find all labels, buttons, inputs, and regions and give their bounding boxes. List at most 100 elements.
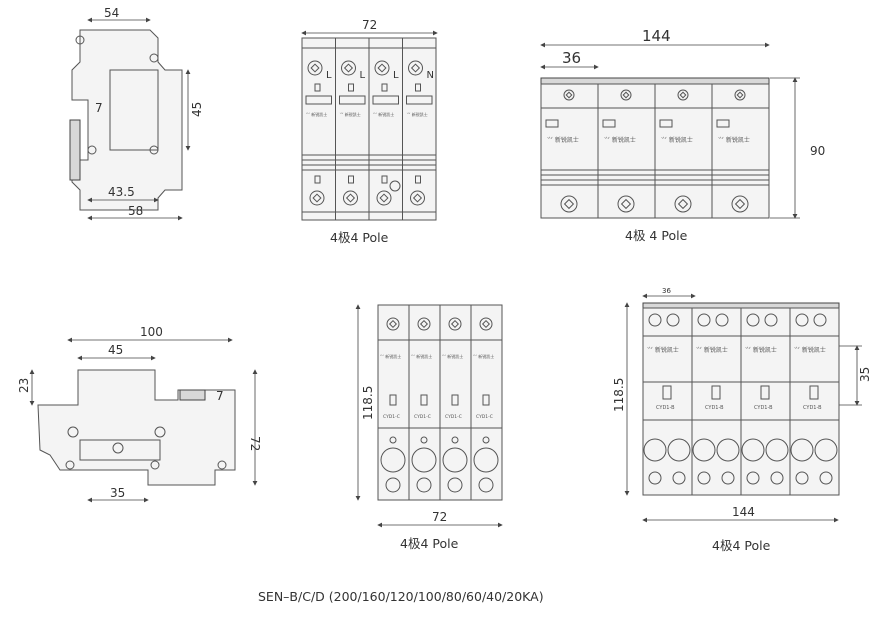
status-window — [339, 95, 366, 105]
status-window — [809, 385, 819, 400]
pole-body — [654, 83, 713, 219]
terminal-icon — [716, 438, 740, 462]
pole-module: L⺍ 新锐凯士 — [368, 37, 403, 221]
terminal-icon — [795, 471, 809, 485]
terminal-icon — [411, 447, 437, 473]
model-label: CYD1-C — [414, 414, 431, 420]
brand-logo: ⺍ 新锐凯士 — [380, 353, 401, 359]
terminal-icon — [648, 471, 662, 485]
terminal-icon — [790, 438, 814, 462]
dim-23: 23 — [17, 378, 31, 393]
terminal-screw-icon — [560, 195, 578, 213]
terminal-icon — [416, 477, 432, 493]
pole-module: ⺍ 新锐凯士 — [711, 83, 770, 219]
indicator-tab — [314, 175, 321, 184]
side-view-bottom: 100 45 23 7 72 35 — [17, 325, 262, 503]
screw-slot — [563, 198, 575, 210]
terminal-icon — [473, 447, 499, 473]
terminal-icon — [442, 447, 468, 473]
caption-front-large: 4极 4 Pole — [625, 228, 688, 243]
terminal-icon — [770, 471, 784, 485]
terminal-icon — [741, 438, 765, 462]
terminal-screw-icon — [376, 190, 392, 206]
dim-45: 45 — [190, 102, 204, 117]
status-window — [659, 119, 673, 128]
brand-logo: ⺍ 新锐凯士 — [473, 353, 494, 359]
screw-icon — [389, 436, 397, 444]
screw-slot — [481, 319, 491, 329]
terminal-icon — [692, 438, 716, 462]
terminal-screw-icon — [343, 190, 358, 206]
terminal-screw-icon — [617, 195, 635, 213]
status-window — [372, 95, 399, 105]
terminal-screw-icon — [620, 89, 632, 101]
model-label: CYD1-B — [705, 405, 724, 411]
pole-module: ⺍ 新锐凯士 — [597, 83, 656, 219]
pole-body — [711, 83, 770, 219]
screw-slot — [565, 91, 573, 99]
indicator-tab — [381, 83, 388, 92]
top-rail — [642, 302, 840, 309]
brand-logo: ⺍ 新锐凯士 — [306, 111, 327, 117]
terminal-icon — [380, 447, 406, 473]
screw-slot — [388, 319, 398, 329]
pole-body — [402, 37, 437, 221]
terminal-screw-icon — [448, 317, 462, 331]
screw-slot — [312, 193, 322, 203]
brand-logo: ⺍ 新锐凯士 — [442, 353, 463, 359]
screw-slot — [343, 63, 354, 73]
pole-module: L ⺍ 新锐凯士 — [335, 37, 370, 221]
brand-logo: ⺍ 新锐凯士 — [340, 111, 361, 117]
screw-icon — [451, 436, 459, 444]
terminal-icon — [666, 313, 680, 327]
dim-72: 72 — [362, 18, 377, 32]
dim-36-right: 36 — [662, 287, 671, 295]
screw-slot — [677, 198, 689, 210]
brand-logo: ⺍ 新锐凯士 — [745, 346, 777, 354]
terminal-screw-icon — [386, 317, 400, 331]
model-label: CYD1-C — [383, 414, 400, 420]
dim-72-side: 72 — [248, 436, 262, 451]
screw-slot — [310, 63, 320, 73]
terminal-icon — [813, 313, 827, 327]
terminal-icon — [819, 471, 833, 485]
terminal-screw-icon — [374, 60, 390, 76]
dim-144-right: 144 — [732, 505, 755, 519]
terminal-icon — [478, 477, 494, 493]
indicator-tab — [381, 175, 388, 184]
terminal-icon — [643, 438, 667, 462]
pole-label: N — [427, 70, 434, 81]
terminal-icon — [672, 471, 686, 485]
terminal-icon — [764, 313, 778, 327]
brand-logo: ⺍ 新锐凯士 — [661, 136, 693, 144]
brand-logo: ⺍ 新锐凯士 — [718, 136, 750, 144]
screw-slot — [450, 319, 460, 329]
model-footer: SEN–B/C/D (200/160/120/100/80/60/40/20KA… — [258, 589, 544, 604]
pole-body — [439, 304, 472, 501]
screw-icon — [482, 436, 490, 444]
terminal-screw-icon — [307, 60, 323, 76]
dim-54: 54 — [104, 6, 119, 20]
terminal-icon — [814, 438, 838, 462]
screw-slot — [736, 91, 744, 99]
pole-label: L — [360, 70, 366, 81]
dim-7: 7 — [95, 101, 103, 115]
terminal-screw-icon — [408, 60, 423, 76]
pole-body — [691, 307, 742, 496]
screw-slot — [410, 63, 421, 73]
brand-logo: ⺍ 新锐凯士 — [794, 346, 826, 354]
model-label: CYD1-B — [754, 405, 773, 411]
status-window — [451, 394, 459, 406]
status-window — [482, 394, 490, 406]
dim-7-bottom: 7 — [216, 389, 224, 403]
screw-slot — [620, 198, 632, 210]
status-window — [406, 95, 433, 105]
status-window — [305, 95, 332, 105]
status-window — [420, 394, 428, 406]
screw-slot — [679, 91, 687, 99]
terminal-screw-icon — [417, 317, 431, 331]
pole-module: ⺍ 新锐凯士 — [654, 83, 713, 219]
